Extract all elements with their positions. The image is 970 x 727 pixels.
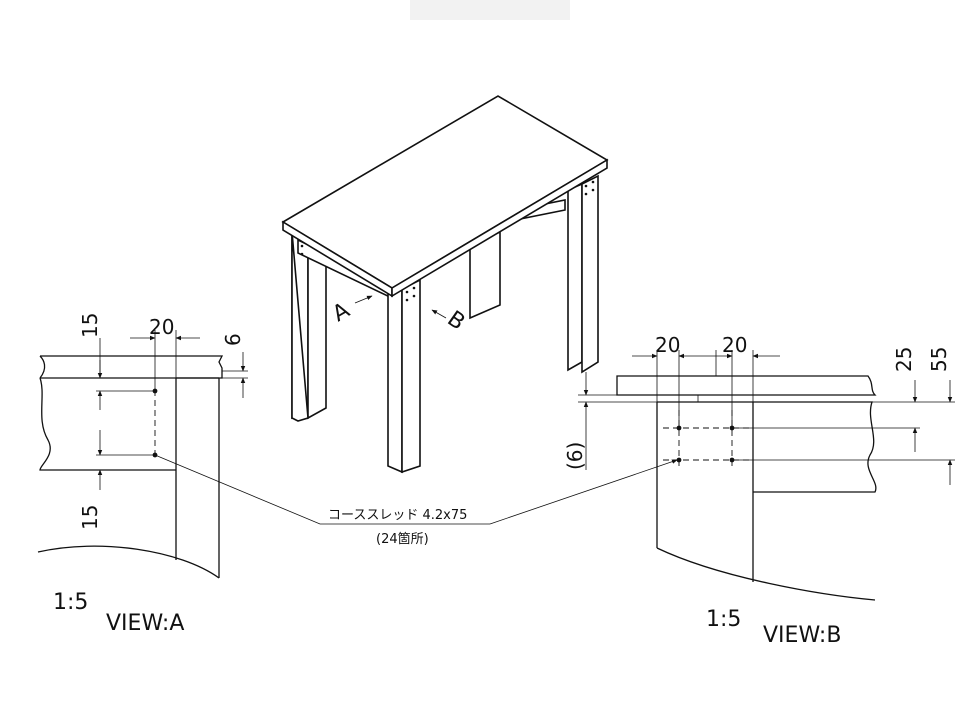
- view-a-dim-offset: 20: [149, 315, 174, 339]
- view-b-dim-offset-1: 20: [655, 333, 680, 357]
- view-b-dim-depth-1: 25: [892, 347, 916, 372]
- view-a-apron: [39, 377, 176, 471]
- callout-a-arrow: [354, 295, 373, 304]
- screw-note-count: (24箇所): [376, 531, 429, 547]
- view-b-screw-3: [676, 457, 682, 463]
- view-b-detail: 20 20 25 55 (6) 1:5 VIEW:B: [563, 333, 955, 648]
- view-b-top-board: [616, 375, 877, 396]
- view-a-leg: [175, 377, 220, 578]
- view-a-dim-gap: 6: [221, 333, 245, 346]
- table-leg-right: [567, 182, 583, 372]
- table-leg-left-face: [291, 231, 309, 422]
- table-leg-right-face: [581, 174, 599, 374]
- callout-a-label: A: [329, 298, 355, 327]
- table-leg-front: [387, 281, 403, 474]
- view-b-dim-gap: (6): [563, 442, 587, 470]
- table-top-side-edge: [391, 158, 608, 298]
- table-leg-front-face: [401, 278, 421, 474]
- leader-line-right: [489, 459, 678, 525]
- screw-dots: [300, 180, 595, 302]
- view-a-dim-top: 15: [78, 313, 102, 338]
- view-b-dim-offset-2: 20: [722, 333, 747, 357]
- screw-note-text: コーススレッド 4.2x75: [328, 508, 467, 523]
- view-b-break-line: [656, 547, 876, 601]
- callout-b-arrow: [431, 309, 447, 319]
- leader-line-left: [154, 454, 490, 525]
- view-b-leg: [656, 401, 754, 582]
- view-a-detail: 15 15 20 6 1:5 VIEW:A: [37, 313, 248, 636]
- view-b-apron: [753, 401, 877, 493]
- view-a-dim-bottom: 15: [78, 505, 102, 530]
- header-tab: [410, 0, 570, 20]
- screw-note: コーススレッド 4.2x75 (24箇所): [154, 454, 678, 547]
- isometric-table: [281, 95, 609, 474]
- view-b-scale: 1:5: [706, 607, 741, 632]
- view-a-title: VIEW:A: [106, 611, 184, 636]
- view-b-dim-depth-2: 55: [927, 347, 951, 372]
- callout-b-label: B: [443, 306, 470, 335]
- view-a-top-board: [40, 355, 224, 379]
- view-a-break-line: [37, 545, 220, 579]
- view-b-title: VIEW:B: [763, 623, 841, 648]
- view-a-scale: 1:5: [53, 590, 88, 615]
